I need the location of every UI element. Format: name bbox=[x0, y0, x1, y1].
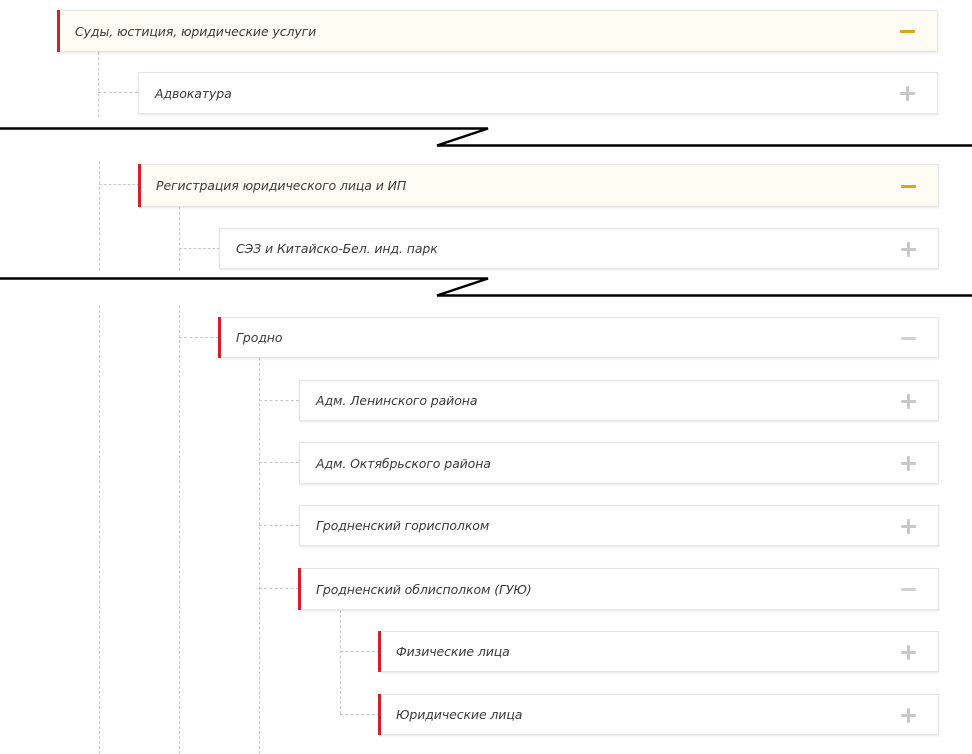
tree-connector bbox=[259, 462, 299, 463]
tree-connector bbox=[340, 651, 380, 652]
item-label: Адм. Октябрьского района bbox=[316, 455, 491, 471]
item-individuals[interactable]: Физические лица bbox=[378, 631, 939, 672]
tree-connector bbox=[179, 305, 180, 754]
category-label: Суды, юстиция, юридические услуги bbox=[75, 23, 317, 39]
active-marker bbox=[57, 10, 60, 52]
item-label: Физические лица bbox=[396, 644, 510, 659]
tree-connector bbox=[98, 52, 99, 117]
item-label: Адвокатура bbox=[155, 85, 232, 101]
collapse-minus-icon[interactable] bbox=[901, 179, 916, 194]
active-marker bbox=[218, 317, 221, 358]
item-adm-oktyabrsky[interactable]: Адм. Октябрьского района bbox=[299, 442, 939, 484]
expand-plus-icon[interactable] bbox=[901, 241, 916, 257]
collapse-minus-icon[interactable] bbox=[901, 331, 916, 346]
tree-connector bbox=[179, 337, 219, 338]
item-label: Юридические лица bbox=[396, 707, 523, 722]
page-break-divider bbox=[0, 277, 972, 297]
tree-connector bbox=[99, 305, 100, 754]
item-legal-entities[interactable]: Юридические лица bbox=[378, 694, 939, 735]
tree-connector bbox=[99, 184, 140, 185]
expand-plus-icon[interactable] bbox=[901, 456, 916, 471]
item-label: Гродненский облисполком (ГУЮ) bbox=[316, 581, 532, 597]
tree-connector bbox=[98, 92, 138, 93]
tree-connector bbox=[259, 588, 299, 589]
expand-plus-icon[interactable] bbox=[901, 644, 916, 660]
item-label: Адм. Ленинского района bbox=[316, 393, 478, 408]
expand-plus-icon[interactable] bbox=[901, 707, 916, 723]
tree-connector bbox=[340, 714, 380, 715]
item-sez-park[interactable]: СЭЗ и Китайско-Бел. инд. парк bbox=[219, 228, 939, 269]
page-break-divider bbox=[0, 127, 972, 147]
tree-connector bbox=[259, 525, 299, 526]
expand-plus-icon[interactable] bbox=[901, 393, 916, 409]
active-marker bbox=[138, 164, 141, 207]
tree-connector bbox=[179, 248, 220, 249]
category-label: Регистрация юридического лица и ИП bbox=[156, 178, 407, 193]
item-grodno-oblispolkom[interactable]: Гродненский облисполком (ГУЮ) bbox=[298, 568, 939, 610]
expand-plus-icon[interactable] bbox=[900, 86, 915, 101]
city-grodno[interactable]: Гродно bbox=[218, 317, 939, 358]
collapse-minus-icon[interactable] bbox=[900, 24, 915, 39]
expand-plus-icon[interactable] bbox=[901, 518, 916, 534]
item-label: СЭЗ и Китайско-Бел. инд. парк bbox=[236, 241, 438, 256]
active-marker bbox=[378, 631, 381, 672]
category-courts-justice[interactable]: Суды, юстиция, юридические услуги bbox=[57, 10, 938, 52]
item-grodno-gorispolkom[interactable]: Гродненский горисполком bbox=[299, 505, 939, 546]
tree-connector bbox=[99, 161, 100, 271]
tree-connector bbox=[179, 207, 180, 271]
active-marker bbox=[298, 568, 301, 610]
active-marker bbox=[378, 694, 381, 735]
tree-connector bbox=[259, 400, 299, 401]
tree-connector bbox=[340, 610, 341, 714]
tree-connector bbox=[259, 358, 260, 754]
item-advocacy[interactable]: Адвокатура bbox=[138, 72, 938, 114]
collapse-minus-icon[interactable] bbox=[901, 582, 916, 597]
item-adm-leninsky[interactable]: Адм. Ленинского района bbox=[299, 380, 939, 421]
city-label: Гродно bbox=[236, 330, 283, 345]
category-registration[interactable]: Регистрация юридического лица и ИП bbox=[138, 164, 939, 207]
item-label: Гродненский горисполком bbox=[316, 518, 490, 533]
